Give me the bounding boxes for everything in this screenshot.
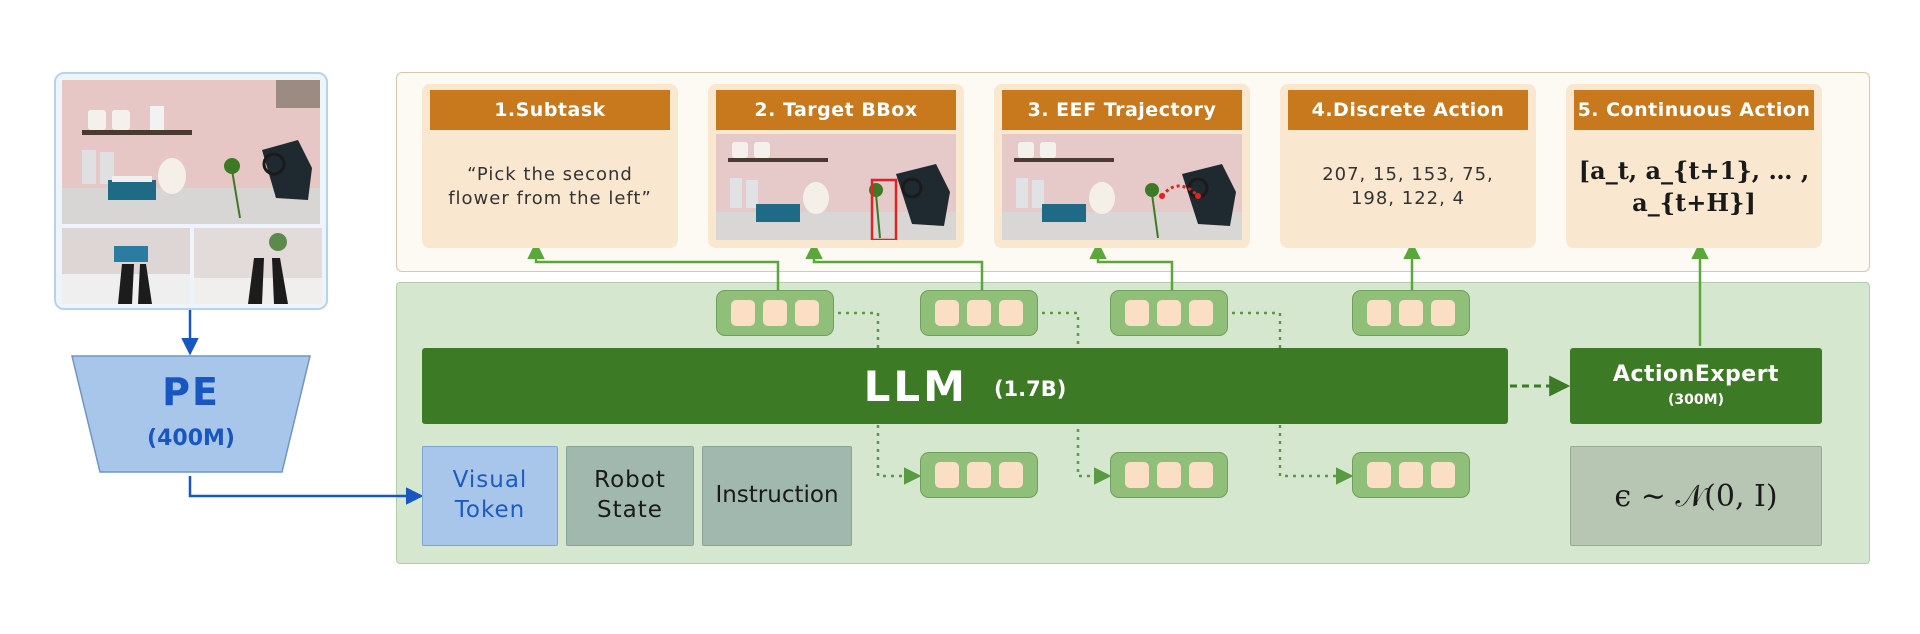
right-wrist-camera-image — [194, 228, 322, 304]
token-group-input-2 — [1110, 452, 1228, 498]
subtask-card: 1.Subtask “Pick the second flower from t… — [422, 84, 678, 248]
eef-trajectory-card: 3. EEF Trajectory — [994, 84, 1250, 248]
token-group-input-3 — [1352, 452, 1470, 498]
llm-block: LLM (1.7B) — [422, 348, 1508, 424]
token — [1125, 462, 1149, 488]
target-bbox-image — [716, 134, 956, 240]
token — [999, 462, 1023, 488]
eef-trajectory-image — [1002, 134, 1242, 240]
action-expert-size: (300M) — [1668, 392, 1724, 408]
trajectory-output-arrow — [1089, 241, 1174, 290]
target-bbox-card: 2. Target BBox — [708, 84, 964, 248]
target-bounding-box — [870, 178, 898, 240]
trajectory-path — [1160, 184, 1200, 198]
subtask-line-2: flower from the left” — [448, 188, 652, 209]
robot-state-line-2: State — [597, 497, 663, 523]
camera-observations — [54, 72, 328, 310]
token — [795, 300, 819, 326]
instruction-input: Instruction — [702, 446, 852, 546]
token — [1367, 300, 1391, 326]
eef-trajectory-header: 3. EEF Trajectory — [1002, 90, 1242, 130]
token — [967, 462, 991, 488]
continuous-action-formula: [a_t, a_{t+1}, … , a_{t+H}] — [1574, 134, 1814, 240]
continuous-action-card: 5. Continuous Action [a_t, a_{t+1}, … , … — [1566, 84, 1822, 248]
token-group-bbox — [920, 290, 1038, 336]
left-wrist-camera-image — [62, 228, 190, 304]
token — [1125, 300, 1149, 326]
main-camera-image — [62, 80, 320, 224]
token-group-discrete — [1352, 290, 1470, 336]
token — [1399, 300, 1423, 326]
robot-state-line-1: Robot — [594, 467, 666, 494]
token — [1189, 300, 1213, 326]
subtask-header: 1.Subtask — [430, 90, 670, 130]
instruction-label: Instruction — [715, 482, 839, 509]
subtask-output-arrow — [527, 241, 780, 290]
token-group-trajectory — [1110, 290, 1228, 336]
token — [731, 300, 755, 326]
token — [763, 300, 787, 326]
pe-to-visual-token-arrow — [188, 476, 424, 505]
robot-state-input: Robot State — [566, 446, 694, 546]
llm-title: LLM — [863, 361, 968, 411]
token — [935, 300, 959, 326]
token — [1157, 300, 1181, 326]
feedback-arrow-2 — [1042, 311, 1112, 485]
token-group-input-1 — [920, 452, 1038, 498]
token — [1431, 300, 1455, 326]
action-expert-block: ActionExpert (300M) — [1570, 348, 1822, 424]
pe-encoder-size: (400M) — [147, 426, 235, 451]
discrete-action-line-1: 207, 15, 153, 75, — [1322, 163, 1494, 185]
token — [967, 300, 991, 326]
noise-input: ϵ ∼ 𝒩(0, I) — [1570, 446, 1822, 546]
token — [1399, 462, 1423, 488]
token — [999, 300, 1023, 326]
token — [1431, 462, 1455, 488]
subtask-text: “Pick the second flower from the left” — [430, 134, 670, 240]
target-bbox-header: 2. Target BBox — [716, 90, 956, 130]
pe-encoder-shape — [71, 355, 311, 473]
discrete-action-card: 4.Discrete Action 207, 15, 153, 75, 198,… — [1280, 84, 1536, 248]
bbox-output-arrow — [805, 241, 984, 290]
token — [1367, 462, 1391, 488]
token — [1157, 462, 1181, 488]
discrete-action-values: 207, 15, 153, 75, 198, 122, 4 — [1288, 134, 1528, 240]
continuous-action-math: [a_t, a_{t+1}, … , a_{t+H}] — [1578, 155, 1810, 217]
pe-encoder-label: PE — [162, 370, 220, 414]
visual-token-line-1: Visual — [452, 467, 528, 494]
visual-token-line-2: Token — [454, 497, 526, 523]
token-group-subtask — [716, 290, 834, 336]
action-expert-title: ActionExpert — [1612, 362, 1780, 387]
visual-token-input: Visual Token — [422, 446, 558, 546]
continuous-action-header: 5. Continuous Action — [1574, 90, 1814, 130]
llm-size: (1.7B) — [993, 377, 1067, 401]
noise-formula: ϵ ∼ 𝒩(0, I) — [1614, 478, 1778, 514]
token — [1189, 462, 1213, 488]
discrete-action-line-2: 198, 122, 4 — [1350, 188, 1466, 209]
discrete-action-header: 4.Discrete Action — [1288, 90, 1528, 130]
subtask-line-1: “Pick the second — [467, 163, 633, 185]
token — [935, 462, 959, 488]
